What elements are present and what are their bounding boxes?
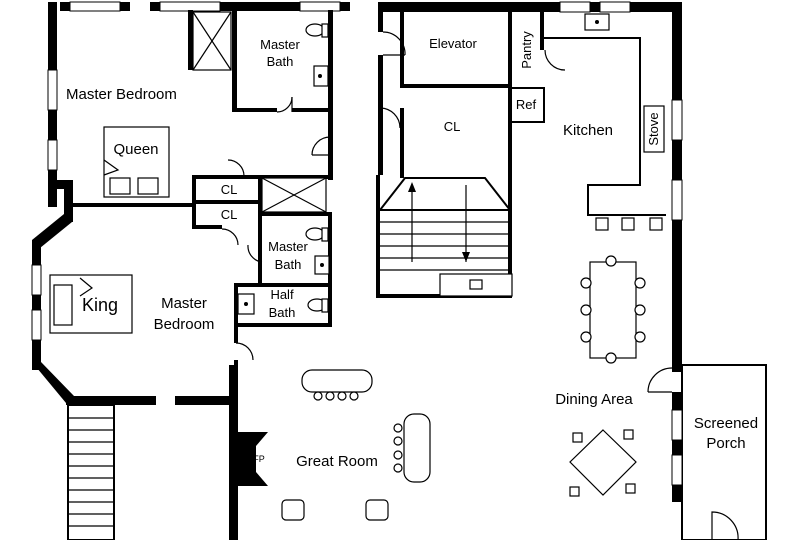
sofa: [393, 413, 431, 483]
label-half-bath-2: Bath: [269, 305, 296, 320]
sink-icon: [314, 255, 330, 275]
toilet-icon: [305, 227, 329, 242]
label-stove: Stove: [646, 112, 661, 145]
label-master-bath-lower-2: Bath: [275, 257, 302, 272]
label-closet-hall: CL: [444, 119, 461, 134]
toilet-icon: [307, 298, 329, 313]
label-king: King: [82, 295, 118, 315]
label-master-bath-upper-1: Master: [260, 37, 300, 52]
dining-table: [580, 255, 646, 364]
stairs: [377, 177, 513, 297]
label-closet-2: CL: [221, 207, 238, 222]
label-master-bath-upper-2: Bath: [267, 54, 294, 69]
toilet-icon: [305, 23, 329, 38]
furniture: [49, 126, 646, 521]
label-master-bath-lower-1: Master: [268, 239, 308, 254]
sink-icon: [237, 293, 255, 315]
exterior-stairs: [67, 404, 115, 540]
sofa: [301, 369, 373, 401]
label-queen: Queen: [113, 141, 158, 158]
label-dining-area: Dining Area: [555, 391, 633, 408]
label-pantry: Pantry: [519, 31, 534, 69]
kitchen-counters: [544, 13, 666, 231]
label-closet-1: CL: [221, 182, 238, 197]
label-master-bedroom-upper: Master Bedroom: [66, 86, 177, 103]
queen-bed: [103, 126, 170, 198]
label-half-bath-1: Half: [270, 287, 294, 302]
armchair: [281, 499, 305, 521]
label-screened-porch-1: Screened: [694, 415, 758, 432]
fixtures: [67, 11, 666, 540]
label-master-bedroom-lower-1: Master: [161, 295, 207, 312]
label-fireplace: FP: [253, 454, 265, 464]
king-bed: [49, 274, 133, 334]
label-master-bedroom-lower-2: Bedroom: [154, 316, 215, 333]
label-screened-porch-2: Porch: [706, 435, 745, 452]
label-great-room: Great Room: [296, 453, 378, 470]
room-labels: Master Bedroom Master Bath Queen CL CL M…: [66, 31, 758, 470]
label-kitchen: Kitchen: [563, 122, 613, 139]
side-table: [569, 429, 637, 497]
windows: [31, 1, 683, 486]
doors: [221, 31, 739, 540]
armchair: [365, 499, 389, 521]
label-elevator: Elevator: [429, 36, 477, 51]
sink-icon: [313, 65, 329, 87]
label-ref: Ref: [516, 97, 537, 112]
